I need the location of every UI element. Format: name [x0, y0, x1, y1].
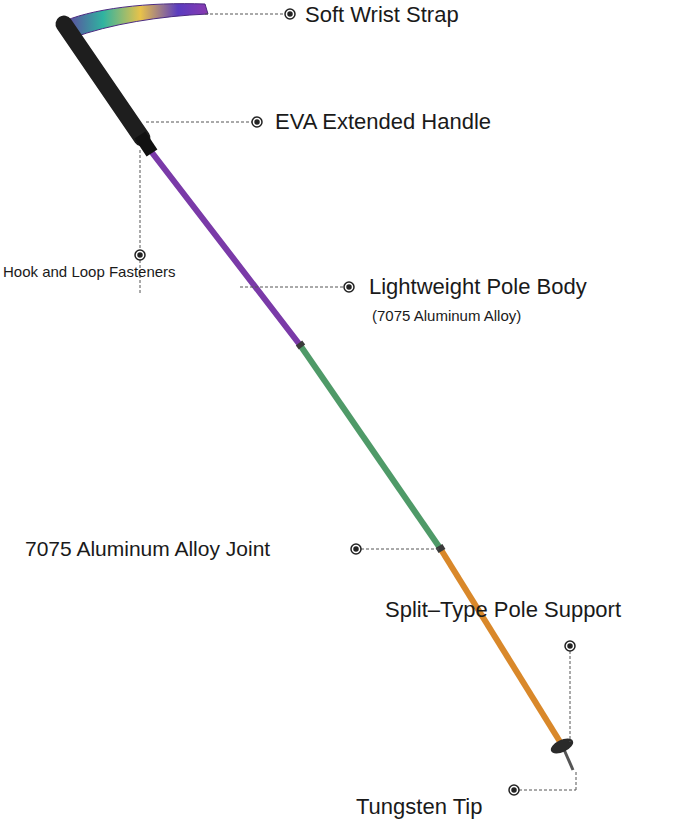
leader-lines [140, 14, 576, 790]
pole-middle [300, 345, 440, 548]
part-label: EVA Extended Handle [275, 110, 491, 134]
material-note: (7075 Aluminum Alloy) [372, 308, 521, 325]
handle-collar [140, 135, 152, 153]
part-label: Soft Wrist Strap [305, 3, 459, 27]
wrist-strap [58, 4, 208, 38]
pole-joint [439, 546, 442, 551]
pole-upper [150, 150, 300, 345]
pole-basket [549, 735, 576, 756]
part-label: Split–Type Pole Support [385, 598, 621, 622]
pole-joint [299, 343, 302, 347]
part-label: Tungsten Tip [356, 795, 482, 819]
part-label: Lightweight Pole Body [369, 275, 587, 299]
leader-dots [135, 9, 575, 795]
part-label: Hook and Loop Fasteners [3, 264, 176, 281]
pole-lower [440, 548, 562, 745]
eva-handle [64, 24, 142, 138]
part-label: 7075 Aluminum Alloy Joint [25, 537, 270, 560]
